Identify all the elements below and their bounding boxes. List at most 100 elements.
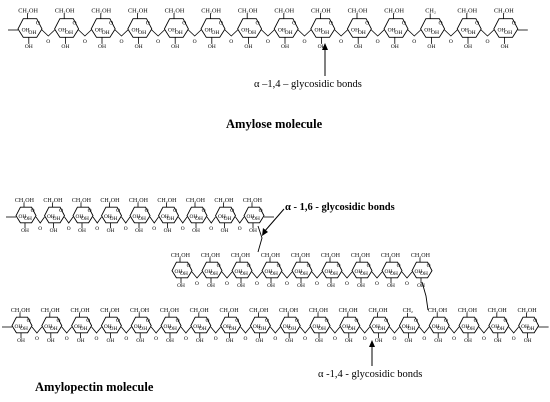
hydroxyl-label: OH (494, 338, 502, 344)
hydroxyl-label: OH (110, 216, 118, 222)
pectin-14-bond-label: α -1,4 - glycosidic bonds (318, 369, 423, 380)
bridge-oxygen: O (512, 336, 516, 342)
ch2oh-label: CH₂OH (219, 308, 239, 314)
ch2oh-label: CH₂OH (488, 308, 508, 314)
ring-oxygen: O (73, 21, 77, 27)
bridge-oxygen: O (345, 281, 349, 287)
hydroxyl-label: OH (354, 44, 362, 50)
hydroxyl-label: OH (104, 214, 112, 220)
glycosidic-bond (270, 326, 281, 334)
glucose-ring (339, 316, 361, 334)
glycosidic-bond (299, 326, 311, 334)
bridge-oxygen: O (393, 336, 397, 342)
ch2oh-label: CH₂OH (291, 253, 311, 259)
ring-oxygen: O (256, 21, 260, 27)
glycosidic-bond (224, 29, 238, 37)
glycosidic-bond (191, 271, 203, 279)
ch2oh-label: CH₂OH (157, 198, 177, 204)
glycosidic-bond (149, 216, 159, 224)
hydroxyl-label: OH (177, 283, 185, 289)
glucose-ring (100, 206, 123, 224)
hydroxyl-label: OH (110, 326, 118, 332)
ring-oxygen: O (475, 21, 479, 27)
bridge-oxygen: O (67, 226, 71, 232)
bridge-oxygen: O (302, 39, 306, 45)
hydroxyl-label: OH (133, 214, 141, 220)
pectin-16-arrow (263, 208, 285, 233)
hydroxyl-label: OH (497, 28, 505, 34)
ring-oxygen: O (56, 318, 60, 324)
ch2oh-label: CH₂OH (261, 253, 281, 259)
bridge-oxygen: O (65, 336, 69, 342)
ch2oh-label: CH₂OH (249, 308, 269, 314)
hydroxyl-label: OH (196, 338, 204, 344)
glucose-ring (428, 316, 450, 334)
glycosidic-bond (91, 326, 102, 334)
bridge-oxygen: O (255, 281, 259, 287)
bridge-oxygen: O (339, 39, 343, 45)
bridge-oxygen: O (422, 336, 426, 342)
ring-oxygen: O (444, 318, 448, 324)
glucose-ring (157, 206, 180, 224)
ch2oh-label: CH₂OH (309, 308, 329, 314)
ch2oh-label: CH₂OH (279, 308, 299, 314)
hydroxyl-label: OH (424, 28, 432, 34)
glycosidic-bond (281, 271, 293, 279)
amylose-chain: OCH₂OHOHOHOHOOCH₂OHOHOHOHOOCH₂OHOHOHOHOO… (8, 7, 528, 50)
glycosidic-bond (206, 216, 216, 224)
hydroxyl-label: OH (420, 271, 428, 277)
ch2oh-label: CH₂OH (457, 7, 477, 14)
hydroxyl-label: OH (521, 324, 529, 330)
ch2oh-label: CH₂OH (70, 308, 90, 314)
glucose-ring (200, 18, 226, 38)
hydroxyl-label: OH (24, 216, 32, 222)
hydroxyl-label: OH (237, 283, 245, 289)
hydroxyl-label: OH (285, 30, 293, 36)
hydroxyl-label: OH (288, 326, 296, 332)
glucose-ring (411, 261, 433, 279)
glycosidic-bond (371, 29, 385, 37)
hydroxyl-label: OH (50, 228, 58, 234)
hydroxyl-label: OH (229, 326, 237, 332)
hydroxyl-label: OH (218, 214, 226, 220)
glucose-ring (163, 18, 189, 38)
bridge-oxygen: O (181, 226, 185, 232)
bridge-oxygen: O (375, 281, 379, 287)
ch2oh-label: CH₂OH (129, 198, 149, 204)
bridge-oxygen: O (405, 281, 409, 287)
ch2oh-label: CH₂OH (351, 253, 371, 259)
ring-oxygen: O (307, 263, 311, 269)
bridge-oxygen: O (412, 39, 416, 45)
glycosidic-bond (297, 29, 312, 37)
glycosidic-bond (180, 326, 192, 334)
ch2oh-label: CH₂OH (72, 198, 92, 204)
hydroxyl-label: OH (348, 326, 356, 332)
hydroxyl-label: OH (462, 324, 470, 330)
glycosidic-bond (371, 271, 383, 279)
hydroxyl-label: OH (131, 28, 139, 34)
ch2oh-label: CH₂OH (128, 7, 148, 14)
hydroxyl-label: OH (223, 324, 231, 330)
hydroxyl-label: OH (387, 283, 395, 289)
bridge-oxygen: O (225, 281, 229, 287)
ch2oh-label: CH₂OH (311, 7, 331, 14)
hydroxyl-label: OH (249, 228, 257, 234)
hydroxyl-label: OH (283, 324, 291, 330)
ch2oh-label: CH₂OH (243, 198, 263, 204)
hydroxyl-label: OH (267, 283, 275, 289)
ring-oxygen: O (86, 318, 90, 324)
glycosidic-bond (478, 326, 490, 334)
glycosidic-bond (508, 326, 519, 334)
hydroxyl-label: OH (192, 228, 200, 234)
hydroxyl-label: OH (235, 269, 243, 275)
hydroxyl-label: OH (360, 271, 368, 277)
bridge-oxygen: O (315, 281, 319, 287)
glycosidic-bond (92, 216, 102, 224)
